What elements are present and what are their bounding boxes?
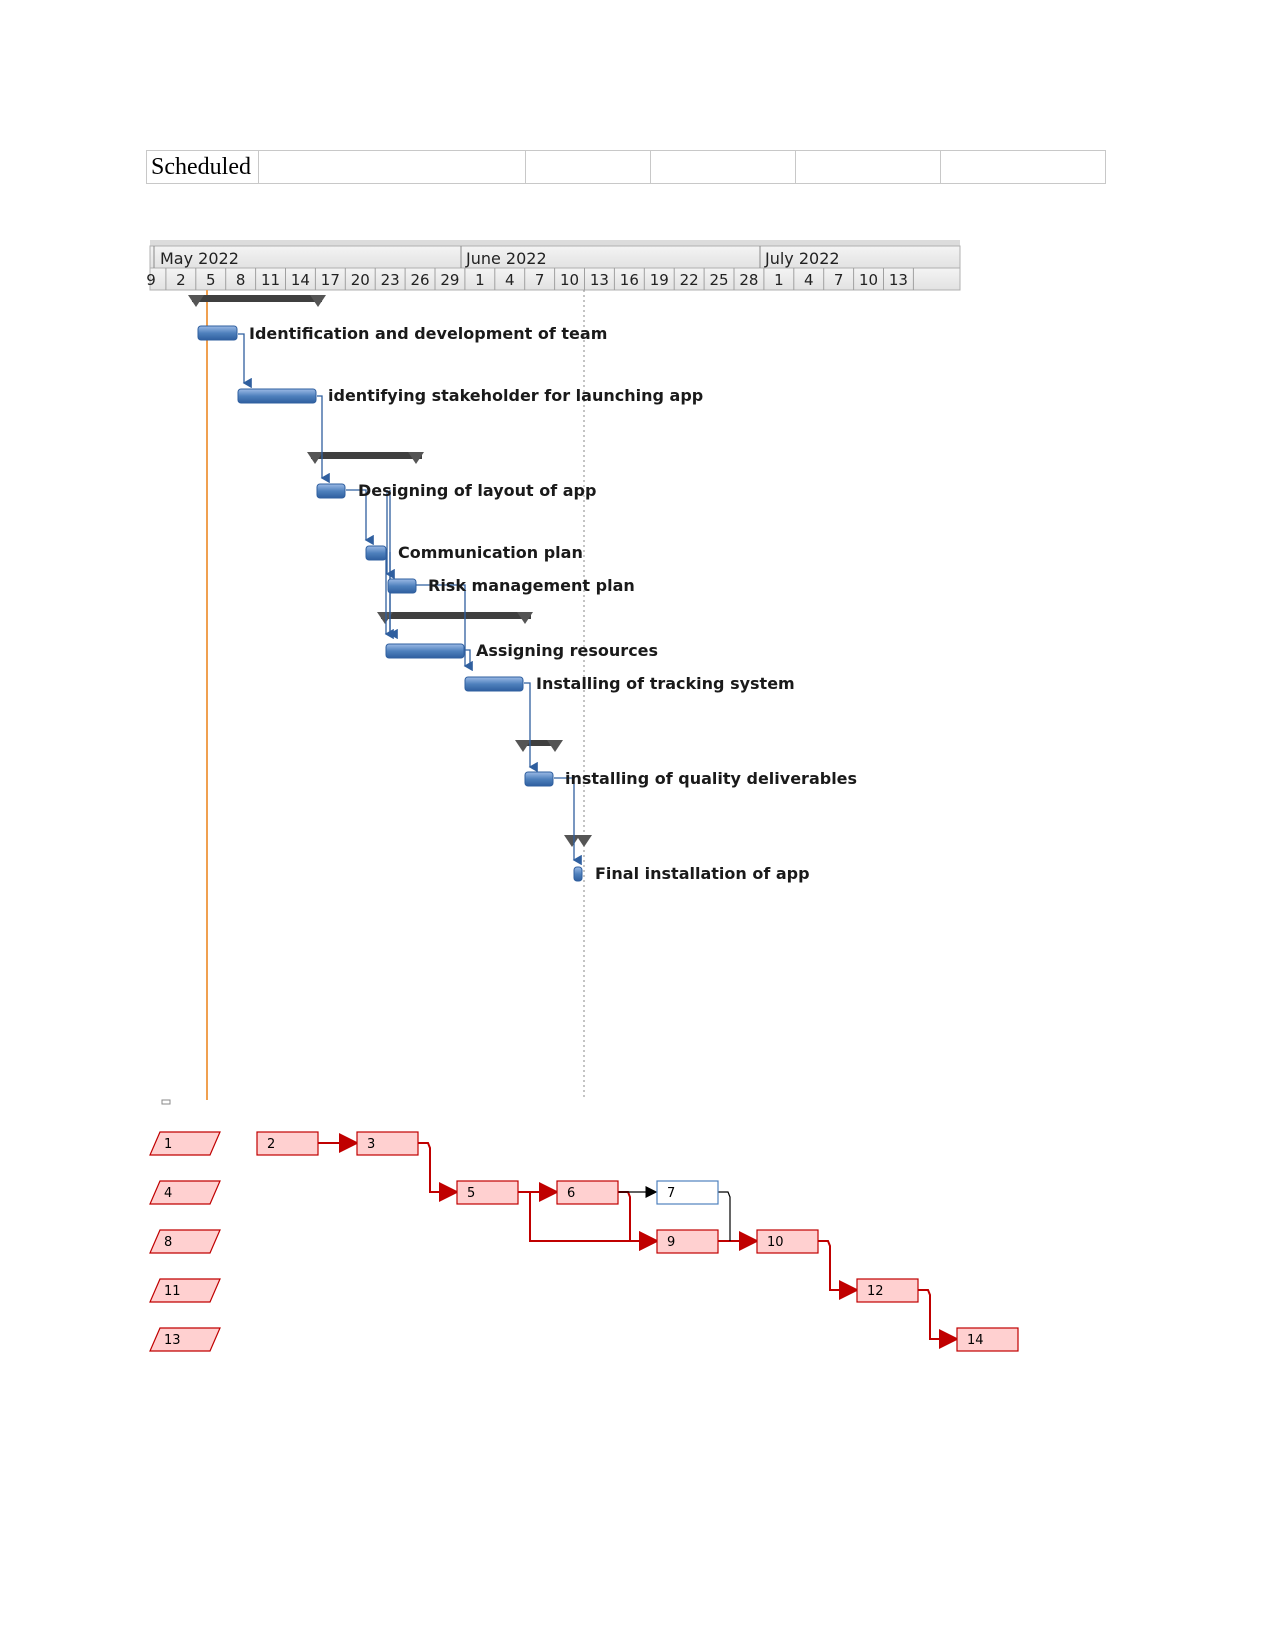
- critical-path-links: [318, 1133, 959, 1349]
- summary-bar: [564, 835, 592, 847]
- day-label: 1: [774, 271, 784, 289]
- node-id: 10: [767, 1235, 784, 1250]
- network-diagram: 1 4 8 11 13: [149, 1099, 1080, 1360]
- node-id: 5: [467, 1186, 475, 1201]
- task-bar[interactable]: [237, 388, 317, 404]
- network-canvas: 1 4 8 11 13: [149, 1099, 1019, 1352]
- task-label: identifying stakeholder for launching ap…: [328, 386, 703, 405]
- table-cell: [525, 150, 651, 184]
- month-label: July 2022: [764, 249, 840, 268]
- task-label: Risk management plan: [428, 576, 635, 595]
- table-cell: [795, 150, 941, 184]
- day-label: 19: [650, 271, 669, 289]
- month-label: June 2022: [465, 249, 547, 268]
- node-id: 7: [667, 1186, 675, 1201]
- schedule-row: Scheduled: [146, 150, 1106, 184]
- node-id: 3: [367, 1137, 375, 1152]
- task-bar[interactable]: [573, 866, 583, 882]
- day-label: 10: [560, 271, 579, 289]
- summary-node[interactable]: 4: [149, 1180, 221, 1205]
- task-bar[interactable]: [197, 325, 238, 341]
- task-bar[interactable]: [524, 771, 554, 787]
- task-bar[interactable]: [365, 545, 387, 561]
- day-label: 25: [710, 271, 729, 289]
- month-label: May 2022: [160, 249, 239, 268]
- day-label: 26: [411, 271, 430, 289]
- day-label: 28: [739, 271, 758, 289]
- summary-node[interactable]: 8: [149, 1229, 221, 1254]
- node-id: 4: [164, 1186, 172, 1201]
- summary-node[interactable]: 13: [149, 1327, 221, 1352]
- day-label: 2: [176, 271, 186, 289]
- table-cell: [258, 150, 526, 184]
- node-id: 9: [667, 1235, 675, 1250]
- task-label: Identification and development of team: [249, 324, 607, 343]
- day-label: 17: [321, 271, 340, 289]
- table-cell: [940, 150, 1106, 184]
- day-label: 22: [680, 271, 699, 289]
- day-label: 20: [351, 271, 370, 289]
- day-label: 13: [590, 271, 609, 289]
- task-node[interactable]: 2: [256, 1131, 319, 1156]
- day-label: 8: [236, 271, 246, 289]
- task-node[interactable]: 10: [756, 1229, 819, 1254]
- summary-node[interactable]: 1: [149, 1131, 221, 1156]
- task-label: Designing of layout of app: [358, 481, 596, 500]
- day-label: 4: [804, 271, 814, 289]
- table-cell: [650, 150, 796, 184]
- scheduled-label: Scheduled: [146, 150, 259, 184]
- day-label: 5: [206, 271, 216, 289]
- node-id: 14: [967, 1333, 984, 1348]
- day-label: 11: [261, 271, 280, 289]
- summary-bar: [188, 295, 326, 307]
- summary-bar: [515, 740, 563, 752]
- node-id: 11: [164, 1284, 181, 1299]
- task-bar[interactable]: [385, 643, 465, 659]
- node-id: 12: [867, 1284, 884, 1299]
- task-node[interactable]: 14: [956, 1327, 1019, 1352]
- node-id: 13: [164, 1333, 181, 1348]
- day-label: 1: [475, 271, 485, 289]
- node-id: 2: [267, 1137, 275, 1152]
- node-id: 8: [164, 1235, 172, 1250]
- day-label: 16: [620, 271, 639, 289]
- day-label: 10: [859, 271, 878, 289]
- day-label: 29: [440, 271, 459, 289]
- summary-bar: [377, 612, 533, 624]
- task-bar[interactable]: [316, 483, 346, 499]
- task-label: Communication plan: [398, 543, 583, 562]
- task-bar[interactable]: [387, 578, 417, 594]
- task-node[interactable]: 5: [456, 1180, 519, 1205]
- summary-bar: [307, 452, 424, 464]
- day-label: 7: [535, 271, 545, 289]
- dependency-links: [238, 333, 582, 866]
- task-label: Installing of tracking system: [536, 674, 795, 693]
- task-node[interactable]: 3: [356, 1131, 419, 1156]
- task-bar[interactable]: [464, 676, 524, 692]
- node-id: 6: [567, 1186, 575, 1201]
- task-node[interactable]: 7: [656, 1180, 719, 1205]
- task-label: Final installation of app: [595, 864, 810, 883]
- day-label: 23: [381, 271, 400, 289]
- day-label: 7: [834, 271, 844, 289]
- task-node[interactable]: 6: [556, 1180, 619, 1205]
- task-bars: [197, 325, 583, 882]
- day-label: 9: [146, 271, 156, 289]
- task-label: Assigning resources: [476, 641, 658, 660]
- normal-links: [618, 1186, 731, 1241]
- day-label: 14: [291, 271, 310, 289]
- summary-node[interactable]: 11: [149, 1278, 221, 1303]
- day-label: 13: [889, 271, 908, 289]
- task-label: installing of quality deliverables: [565, 769, 857, 788]
- task-node[interactable]: 12: [856, 1278, 919, 1303]
- day-label: 4: [505, 271, 515, 289]
- node-id: 1: [164, 1137, 172, 1152]
- schedule-table: Scheduled: [146, 150, 1106, 184]
- task-node[interactable]: 9: [656, 1229, 719, 1254]
